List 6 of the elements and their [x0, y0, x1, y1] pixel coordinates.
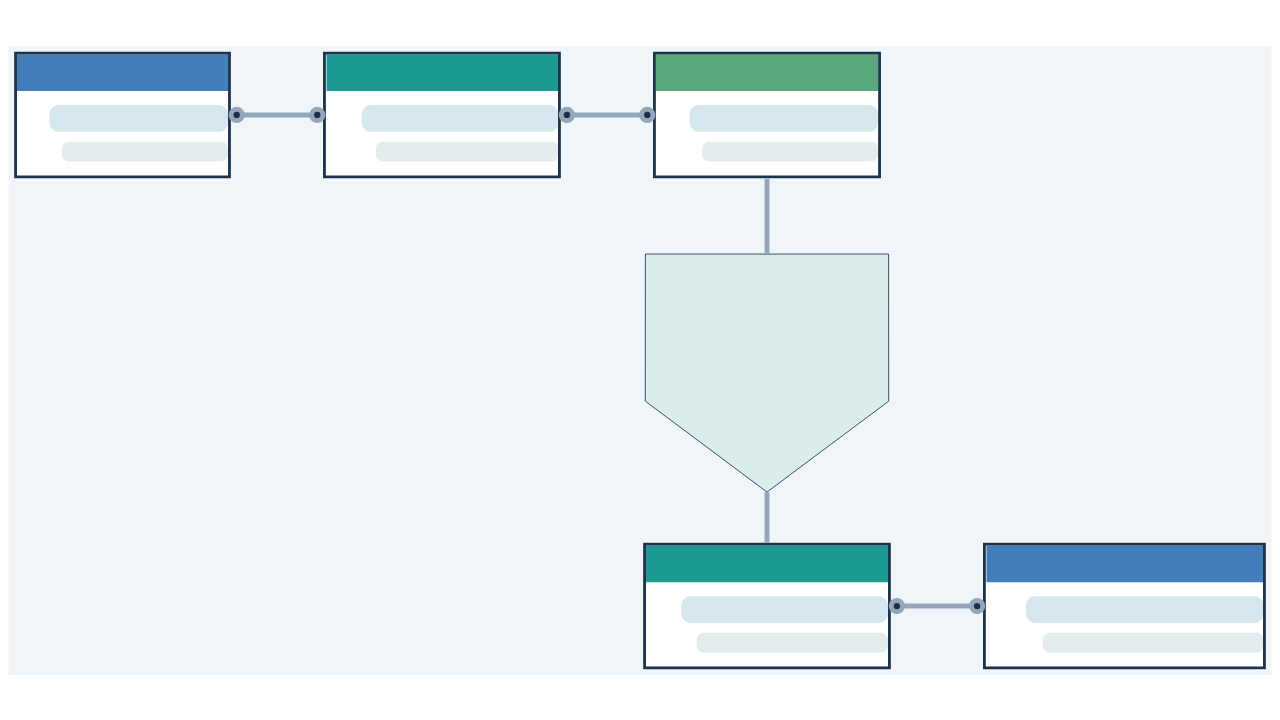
connector	[888, 597, 986, 614]
connector	[764, 178, 770, 254]
connector	[228, 106, 326, 123]
connector	[558, 106, 656, 123]
node-shield	[644, 253, 890, 492]
connector	[764, 491, 770, 543]
